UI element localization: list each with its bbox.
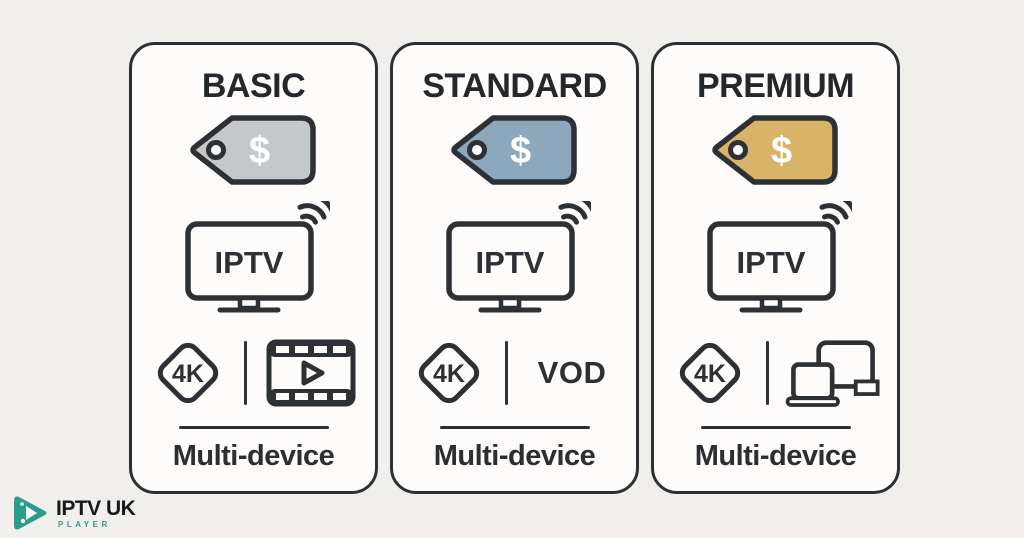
dollar-symbol: $	[510, 130, 531, 172]
feature-divider	[505, 341, 508, 405]
tv-label: IPTV	[736, 245, 805, 280]
brand-text: IPTV UK PLAYER	[56, 496, 136, 529]
brand-name: IPTV UK	[56, 496, 136, 520]
brand-subtitle: PLAYER	[58, 519, 111, 529]
second-feature: VOD	[524, 355, 620, 391]
price-tag-icon: $	[450, 115, 577, 185]
dollar-symbol: $	[249, 130, 270, 172]
feature-row: 4K	[670, 332, 881, 414]
price-tag-icon: $	[711, 115, 838, 185]
pricing-cards: BASIC $ IPTV 4K	[129, 42, 900, 494]
iptv-tv: IPTV	[178, 201, 330, 318]
vod-label: VOD	[537, 355, 607, 390]
second-feature	[263, 338, 359, 408]
plan-card-standard: STANDARD $ IPTV 4K VOD Multi-d	[390, 42, 639, 494]
4k-badge-icon: 4K	[148, 333, 228, 413]
4k-label: 4K	[433, 360, 465, 388]
tv-label: IPTV	[214, 245, 283, 280]
4k-badge-icon: 4K	[670, 333, 750, 413]
plan-card-premium: PREMIUM $ IPTV 4K	[651, 42, 900, 494]
price-tag: $	[709, 112, 843, 193]
feature-divider	[244, 341, 247, 405]
tv-label: IPTV	[475, 245, 544, 280]
feature-row: 4K	[148, 332, 359, 414]
dollar-symbol: $	[771, 130, 792, 172]
price-tag: $	[448, 112, 582, 193]
divider-line	[178, 426, 329, 429]
price-tag-icon: $	[189, 115, 316, 185]
play-button-icon	[14, 496, 47, 530]
multi-devices-icon	[785, 331, 881, 415]
plan-title: PREMIUM	[696, 67, 855, 105]
iptv-tv-icon: IPTV	[178, 201, 330, 313]
4k-label: 4K	[694, 360, 726, 388]
price-tag: $	[187, 112, 321, 193]
4k-label: 4K	[172, 360, 204, 388]
multi-device-label: Multi-device	[694, 440, 857, 472]
divider-line	[700, 426, 851, 429]
iptv-tv-icon: IPTV	[439, 201, 591, 313]
plan-card-basic: BASIC $ IPTV 4K	[129, 42, 378, 494]
divider-line	[439, 426, 590, 429]
feature-row: 4K VOD	[409, 332, 620, 414]
iptv-tv-icon: IPTV	[700, 201, 852, 313]
multi-device-label: Multi-device	[172, 440, 335, 472]
iptv-tv: IPTV	[700, 201, 852, 318]
iptv-tv: IPTV	[439, 201, 591, 318]
4k-badge-icon: 4K	[409, 333, 489, 413]
multi-device-label: Multi-device	[433, 440, 596, 472]
film-strip-icon	[265, 338, 357, 408]
plan-title: BASIC	[201, 67, 306, 105]
brand-logo: IPTV UK PLAYER	[12, 494, 136, 532]
feature-divider	[766, 341, 769, 405]
second-feature	[785, 331, 881, 415]
plan-title: STANDARD	[422, 67, 607, 105]
